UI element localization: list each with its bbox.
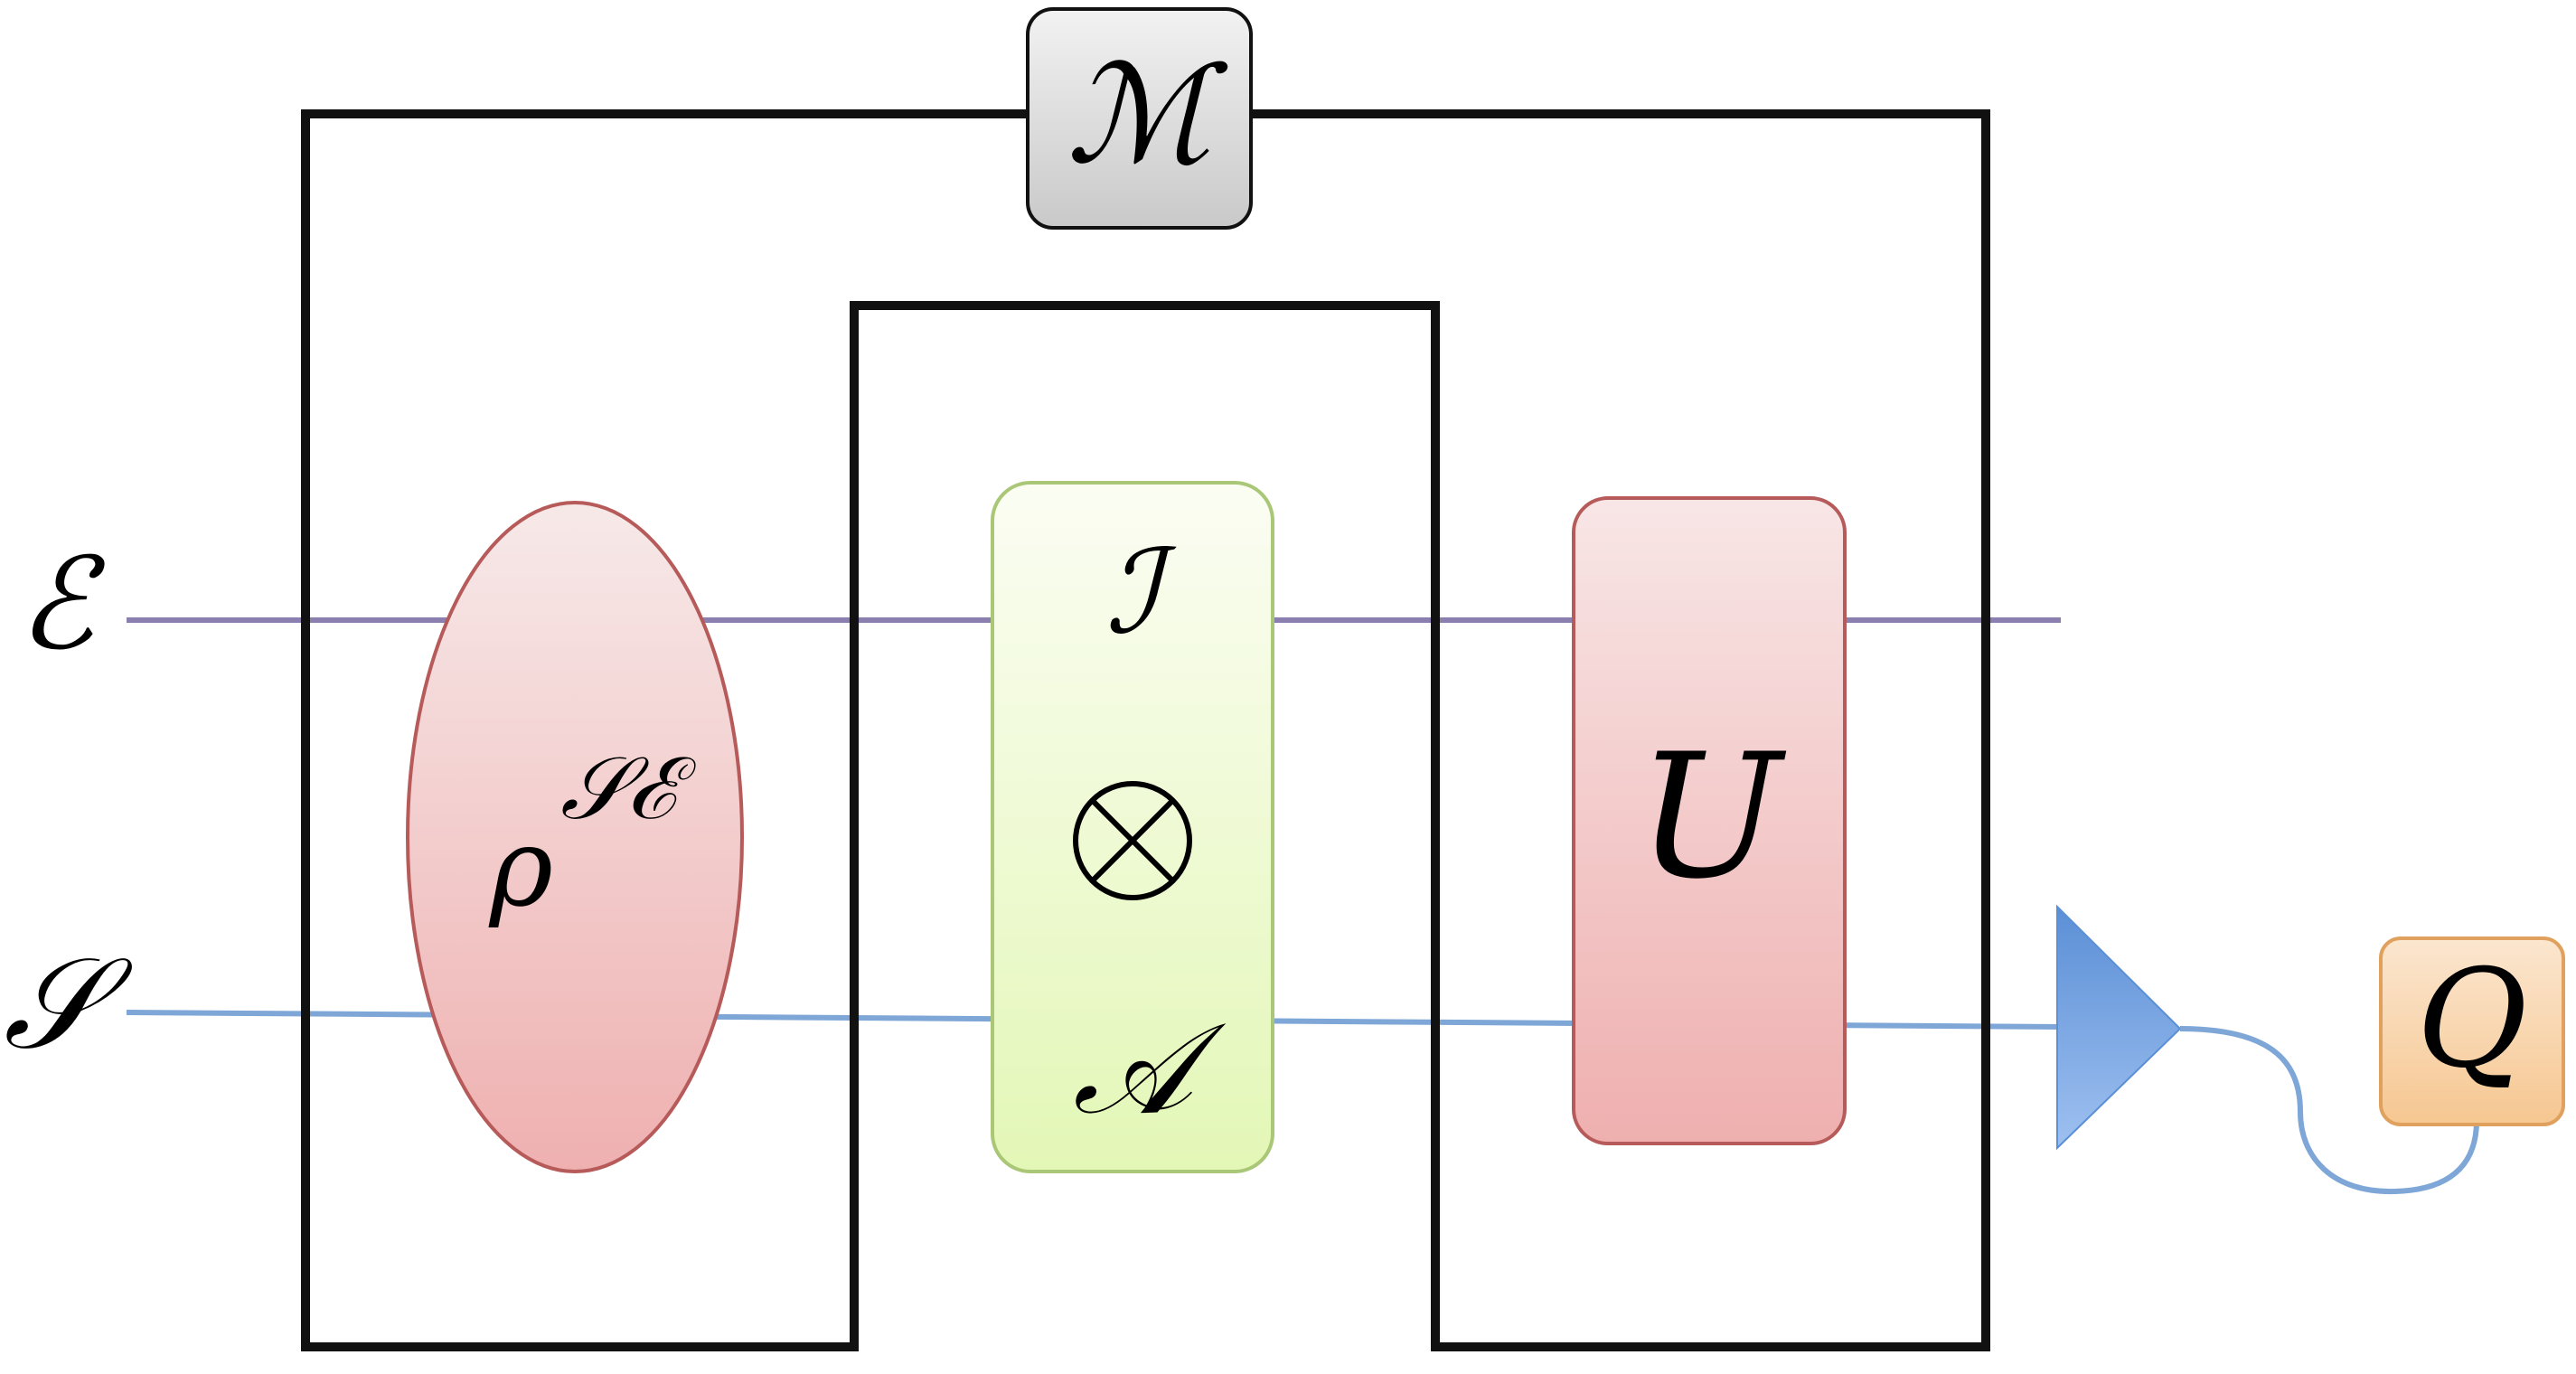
tensor-product-icon (1073, 781, 1192, 900)
state-label-superscript: 𝒮ℰ (560, 738, 697, 839)
svg-text:ρ: ρ (487, 805, 553, 931)
comb-label-box: ℳ (1026, 7, 1253, 230)
outcome-box: Q (2379, 936, 2565, 1126)
intervention-box: ℐ 𝒜 (991, 481, 1274, 1173)
unitary-box: U (1572, 496, 1847, 1145)
state-label-base: ρ (487, 805, 553, 931)
comb-outline (301, 109, 1990, 1351)
detector-cable (2179, 1026, 2479, 1195)
detector-triangle (2056, 904, 2182, 1151)
outcome-label: Q (2417, 941, 2528, 1098)
environment-wire-label: ℰ (18, 532, 106, 679)
initial-state-ellipse: ρ 𝒮ℰ (406, 501, 744, 1173)
comb-label: ℳ (1067, 37, 1228, 194)
unitary-label: U (1637, 717, 1787, 917)
system-wire-label: 𝒮 (4, 931, 133, 1078)
